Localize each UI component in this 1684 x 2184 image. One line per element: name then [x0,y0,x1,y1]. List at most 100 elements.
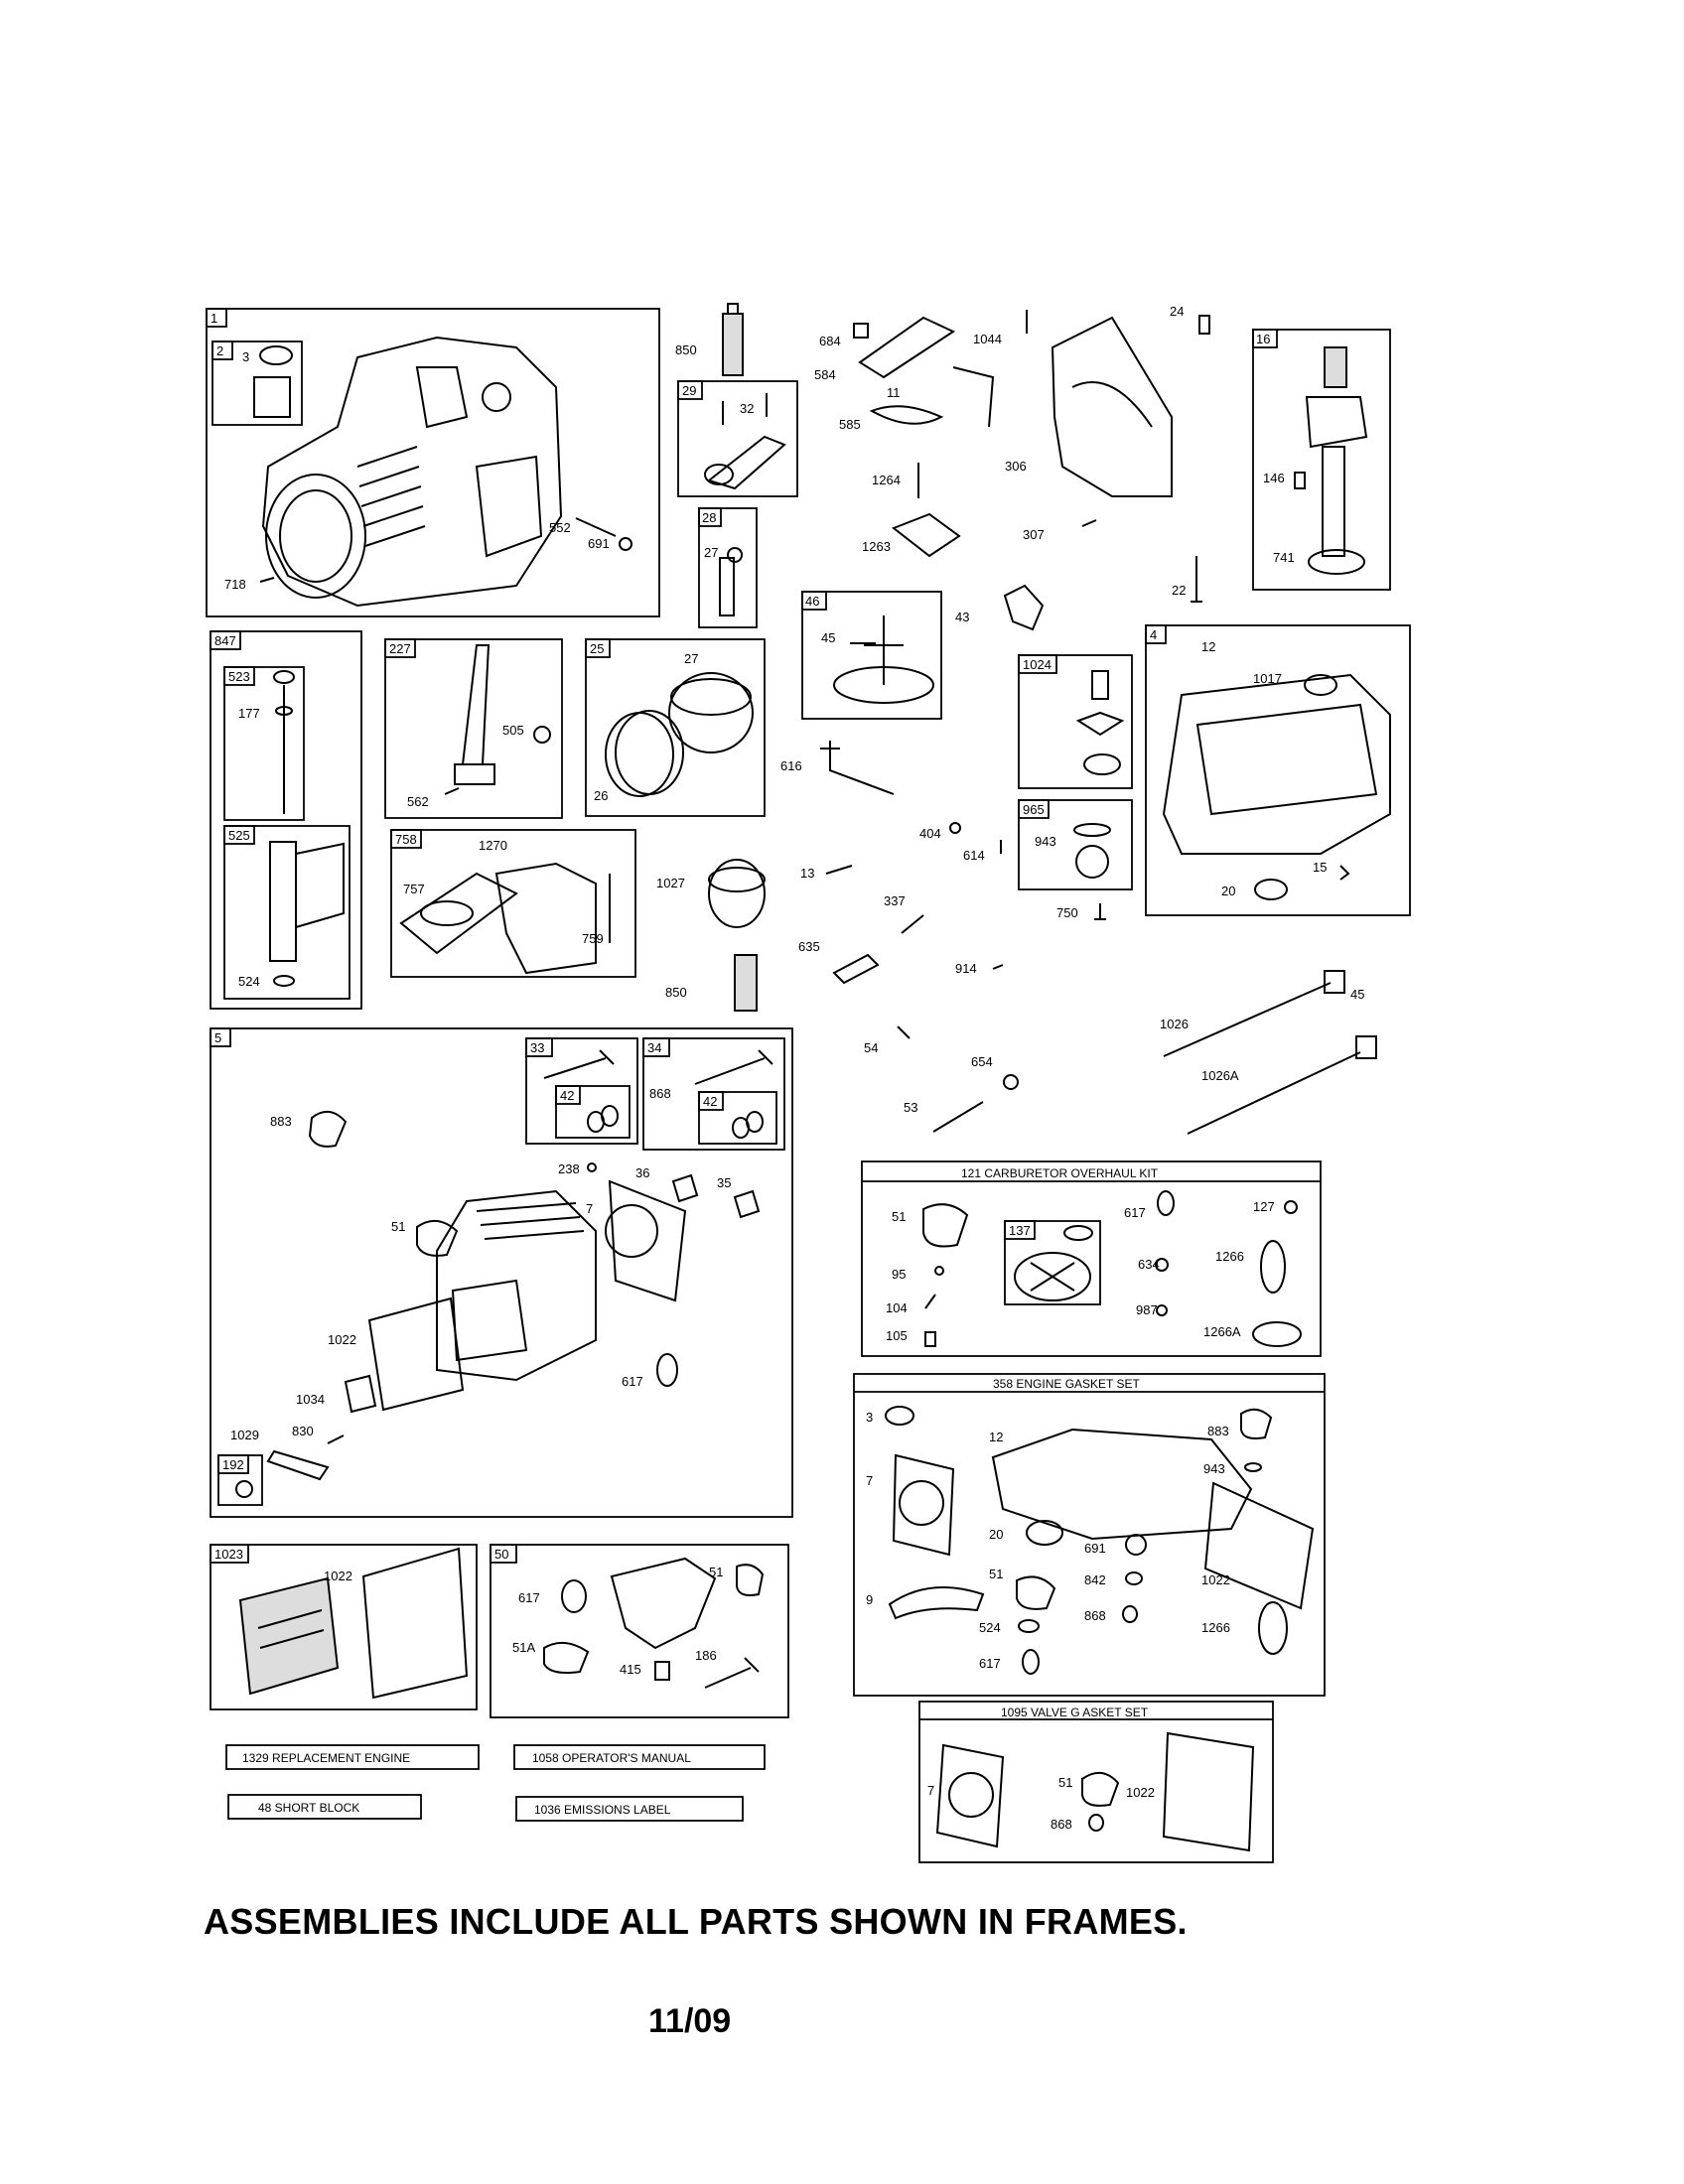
intake-manifold-part [610,1557,717,1650]
part-label: 186 [695,1648,717,1663]
part-label: 757 [403,882,425,896]
part-label: 105 [886,1328,908,1343]
frame-label-25: 25 [590,641,604,656]
part-label: 22 [1172,583,1186,598]
frame-label-42: 42 [703,1094,717,1109]
part-label: 404 [919,826,941,841]
part-label: 617 [1124,1205,1146,1220]
part-label: 12 [1201,639,1215,654]
frame-label-42: 42 [560,1088,574,1103]
part-label: 24 [1170,304,1184,319]
cylinder-block-part [261,336,563,608]
frame-label-5: 5 [214,1030,221,1045]
frame-label-4: 4 [1150,627,1157,642]
part-label: 3 [866,1410,873,1425]
part-label: 51 [709,1565,723,1579]
catalog-items: 1329 REPLACEMENT ENGINE 1058 OPERATOR'S … [225,1744,766,1822]
part-label: 26 [594,788,608,803]
part-label: 1266 [1201,1620,1230,1635]
nut-part [619,537,632,551]
frame-29-connecting-rod: 29 32 [677,380,798,497]
part-label: 1266A [1203,1324,1241,1339]
part-label: 868 [649,1086,671,1101]
part-label: 13 [800,866,814,881]
part-label: 842 [1084,1572,1106,1587]
frame-227-governor-lever: 227 505 562 [384,638,563,819]
frame-25-piston: 25 27 26 [585,638,766,817]
pushrod-parts: 1026 45 1026A [1160,970,1377,1135]
frame-1-cylinder-assembly: 1 2 3 552 691 718 [206,308,660,617]
part-label: 850 [665,985,687,1000]
part-label: 943 [1203,1461,1225,1476]
part-label: 635 [798,939,820,954]
frame-label-29: 29 [682,383,696,398]
part-label: 868 [1051,1817,1072,1832]
revision-date: 11/09 [648,2002,732,2040]
seal-part [259,345,293,365]
part-label: 51A [512,1640,535,1655]
frame-4-sump: 4 12 1017 15 20 [1145,624,1411,916]
part-label: 9 [866,1592,873,1607]
part-label: 759 [582,931,604,946]
part-label: 43 [955,610,969,624]
part-label: 750 [1056,905,1078,920]
valve-gasket-set: 1095 VALVE G ASKET SET 7 51 1022 868 [918,1701,1274,1863]
frame-label-2: 2 [216,343,223,358]
part-label: 1022 [1126,1785,1155,1800]
part-label: 51 [892,1209,906,1224]
blower-housing-part: 306 307 [1005,316,1173,542]
part-label: 883 [270,1114,292,1129]
governor-part [1003,584,1045,631]
part-label: 415 [620,1662,641,1677]
part-label: 617 [622,1374,643,1389]
part-label: 306 [1005,459,1027,474]
part-label: 7 [927,1783,934,1798]
part-label: 684 [819,334,841,348]
part-label: 914 [955,961,977,976]
part-label: 617 [518,1590,540,1605]
part-label: 943 [1035,834,1056,849]
part-label: 552 [549,520,571,535]
frame-label-33: 33 [530,1040,544,1055]
part-label: 177 [238,706,260,721]
part-label: 20 [1221,884,1235,898]
rocker-cover-part [238,1576,340,1696]
part-label: 1029 [230,1428,259,1442]
kit-title-carburetor: 121 CARBURETOR OVERHAUL KIT [961,1166,1159,1180]
part-label: 1026A [1201,1068,1239,1083]
bushing-part [253,376,291,418]
part-label: 1026 [1160,1017,1189,1031]
part-label: 654 [971,1054,993,1069]
part-label: 7 [866,1473,873,1488]
part-label: 1022 [1201,1572,1230,1587]
part-label: 883 [1207,1424,1229,1438]
frame-label-34: 34 [647,1040,661,1055]
part-label: 337 [884,893,906,908]
part-label: 3 [242,349,249,364]
part-label: 45 [821,630,835,645]
part-label: 146 [1263,471,1285,485]
frame-16-crankshaft: 16 146 741 [1252,329,1391,591]
part-label: 32 [740,401,754,416]
frame-label-227: 227 [389,641,411,656]
frame-label-758: 758 [395,832,417,847]
frame-label-1023: 1023 [214,1547,243,1562]
kit-title-valve: 1095 VALVE G ASKET SET [1001,1706,1149,1719]
frame-965: 965 943 [1018,799,1133,890]
part-label: 54 [864,1040,878,1055]
part-label: 27 [684,651,698,666]
frame-label-28: 28 [702,510,716,525]
part-label: 505 [502,723,524,738]
frame-label-523: 523 [228,669,250,684]
part-label: 1266 [1215,1249,1244,1264]
part-label: 307 [1023,527,1045,542]
kit-title-gasket: 358 ENGINE GASKET SET [993,1377,1141,1391]
part-label: 45 [1350,987,1364,1002]
part-label: 691 [588,536,610,551]
part-label: 36 [635,1165,649,1180]
frame-label-16: 16 [1256,332,1270,346]
pin-part [259,577,275,583]
replacement-engine-item: 1329 REPLACEMENT ENGINE [242,1751,410,1765]
part-label: 562 [407,794,429,809]
